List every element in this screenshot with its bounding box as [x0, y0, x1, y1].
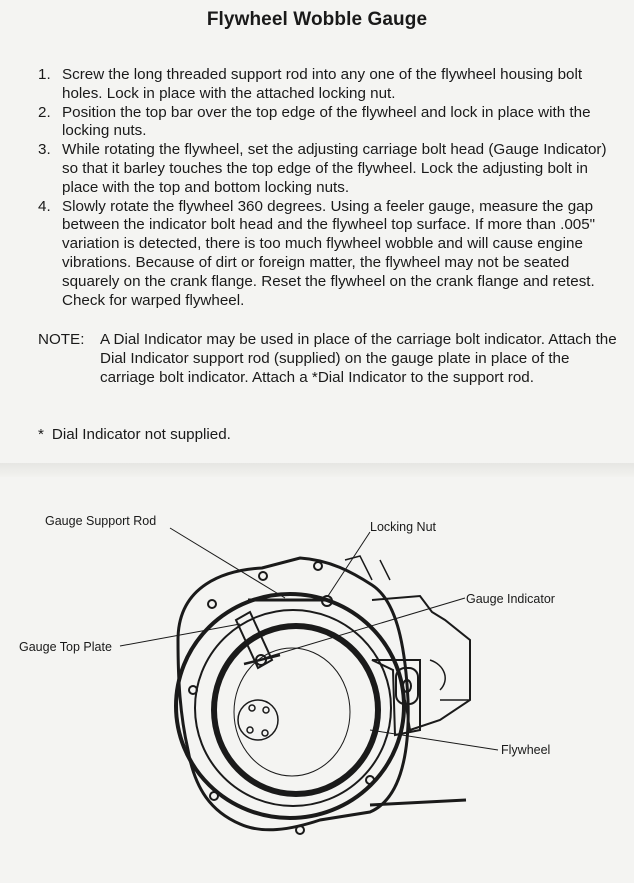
instruction-step: 2. Position the top bar over the top edg…	[38, 104, 622, 142]
engine-block	[371, 594, 471, 737]
gauge-top-plate	[234, 610, 274, 670]
note-block: NOTE: A Dial Indicator may be used in pl…	[38, 331, 622, 387]
bolt-hole	[262, 706, 270, 714]
engine-detail	[344, 555, 470, 701]
bolt-hole	[261, 729, 269, 737]
instruction-list: 1. Screw the long threaded support rod i…	[38, 66, 622, 310]
step-number: 2.	[38, 103, 51, 121]
housing-bolt	[207, 599, 217, 609]
instruction-step: 3. While rotating the flywheel, set the …	[38, 141, 622, 197]
note-label: NOTE:	[38, 331, 85, 348]
page-title: Flywheel Wobble Gauge	[206, 9, 428, 30]
mount-hole	[402, 679, 412, 693]
leader-support-rod	[169, 527, 286, 599]
housing-bolt	[258, 571, 268, 581]
flywheel-gauge-diagram	[119, 527, 499, 835]
housing-bolt	[295, 825, 305, 835]
gauge-indicator-bolt	[243, 653, 281, 666]
label-gauge-support-rod: Gauge Support Rod	[45, 514, 157, 528]
flywheel-face	[233, 647, 351, 777]
flywheel-outer-ring	[174, 592, 406, 820]
oil-pan-edge	[369, 798, 467, 807]
leader-locking-nut	[327, 531, 371, 597]
gauge-indicator-head	[255, 654, 267, 666]
label-locking-nut: Locking Nut	[370, 520, 437, 534]
step-number: 1.	[38, 66, 51, 83]
flywheel-ring	[194, 609, 392, 807]
flywheel-inner-ring	[211, 623, 381, 797]
footnote-marker: *	[38, 426, 44, 443]
crank-flange	[237, 699, 279, 741]
step-number: 4.	[38, 197, 51, 215]
leader-top-plate	[119, 623, 241, 647]
housing-bolt	[365, 775, 375, 785]
note-text: A Dial Indicator may be used in place of…	[100, 331, 617, 386]
leader-gauge-indicator	[263, 597, 466, 659]
scan-fold-divider	[0, 463, 634, 477]
label-gauge-top-plate: Gauge Top Plate	[19, 640, 112, 654]
housing-bolt	[188, 685, 198, 695]
step-number: 3.	[38, 141, 51, 159]
footnote-text: Dial Indicator not supplied.	[51, 426, 231, 443]
instruction-step: 4. Slowly rotate the flywheel 360 degree…	[38, 198, 622, 311]
footnote: * Dial Indicator not supplied.	[38, 426, 231, 443]
label-flywheel: Flywheel	[501, 743, 551, 757]
label-gauge-indicator: Gauge Indicator	[466, 592, 555, 606]
locking-nut	[321, 595, 333, 607]
step-text: Position the top bar over the top edge o…	[62, 103, 591, 140]
housing-bolt	[313, 561, 323, 571]
leader-flywheel	[369, 729, 499, 751]
step-text: Slowly rotate the flywheel 360 degrees. …	[62, 197, 596, 309]
step-text: While rotating the flywheel, set the adj…	[62, 141, 607, 196]
engine-mount	[395, 667, 419, 705]
housing-bolt	[209, 791, 219, 801]
instruction-step: 1. Screw the long threaded support rod i…	[38, 66, 622, 104]
bolt-hole	[248, 704, 256, 712]
step-text: Screw the long threaded support rod into…	[62, 66, 583, 102]
bolt-hole	[246, 726, 254, 734]
